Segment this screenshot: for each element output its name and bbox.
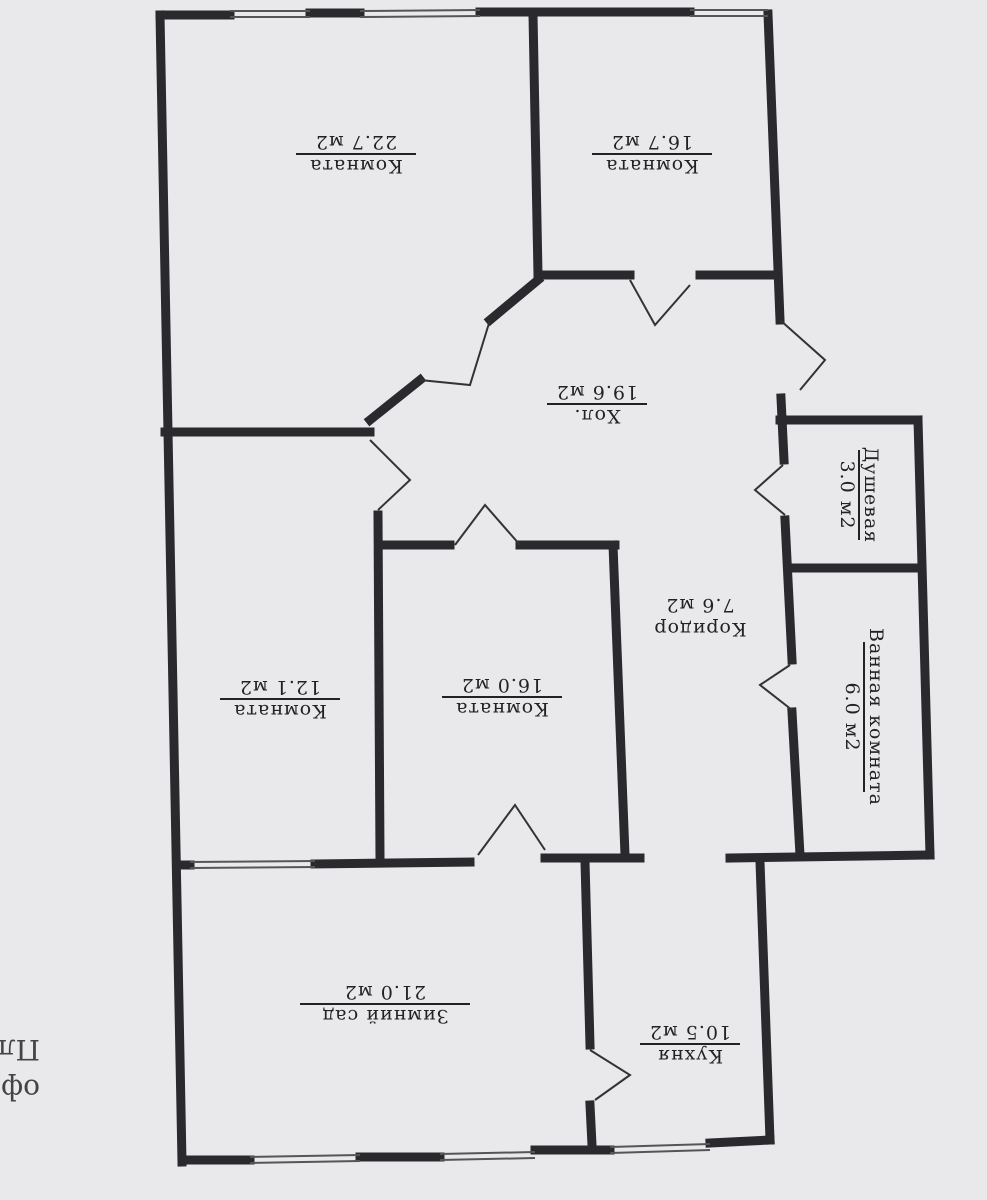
edge-text-line: оф <box>1 1073 40 1106</box>
edge-text: оф Пл <box>0 1033 40 1106</box>
doors <box>369 279 827 1101</box>
room-name: Коридор <box>653 618 746 640</box>
room-area: 16.0 м2 <box>461 674 543 696</box>
room-name: Душевая <box>860 447 882 544</box>
room-label-corridor: Коридор 7.6 м2 <box>653 594 746 640</box>
room-label-room-1: Комната 22.7 м2 <box>296 131 416 177</box>
room-area: 3.0 м2 <box>836 460 858 529</box>
room-name: Хол. <box>573 405 620 427</box>
room-area: 19.6 м2 <box>556 381 638 403</box>
room-name: Зимний сад <box>322 1005 449 1027</box>
room-name: Комната <box>309 155 403 177</box>
room-label-room-4: Комната 12.1 м2 <box>220 676 340 722</box>
room-label-bathroom: Ванная комната 6.0 м2 <box>841 628 887 806</box>
room-label-winter-garden: Зимний сад 21.0 м2 <box>300 981 470 1027</box>
room-area: 7.6 м2 <box>665 594 734 616</box>
room-name: Ванная комната <box>865 628 887 806</box>
walls <box>155 7 935 1167</box>
room-name: Кухня <box>657 1045 723 1067</box>
room-label-kitchen: Кухня 10.5 м2 <box>640 1021 740 1067</box>
edge-text-line: Пл <box>0 1033 40 1066</box>
room-labels: Комната 22.7 м2 Комната 16.7 м2 Хол. 19.… <box>220 131 887 1067</box>
room-area: 6.0 м2 <box>841 682 863 751</box>
room-area: 12.1 м2 <box>239 676 321 698</box>
room-area: 21.0 м2 <box>344 981 426 1003</box>
room-name: Комната <box>455 698 549 720</box>
room-label-hall: Хол. 19.6 м2 <box>547 381 647 427</box>
room-name: Комната <box>605 155 699 177</box>
room-label-room-3: Комната 16.0 м2 <box>442 674 562 720</box>
room-area: 10.5 м2 <box>649 1021 731 1043</box>
room-name: Комната <box>233 700 327 722</box>
windows <box>189 9 768 1164</box>
room-label-shower: Душевая 3.0 м2 <box>836 447 882 544</box>
room-area: 16.7 м2 <box>611 131 693 153</box>
room-label-room-2: Комната 16.7 м2 <box>592 131 712 177</box>
room-area: 22.7 м2 <box>315 131 397 153</box>
